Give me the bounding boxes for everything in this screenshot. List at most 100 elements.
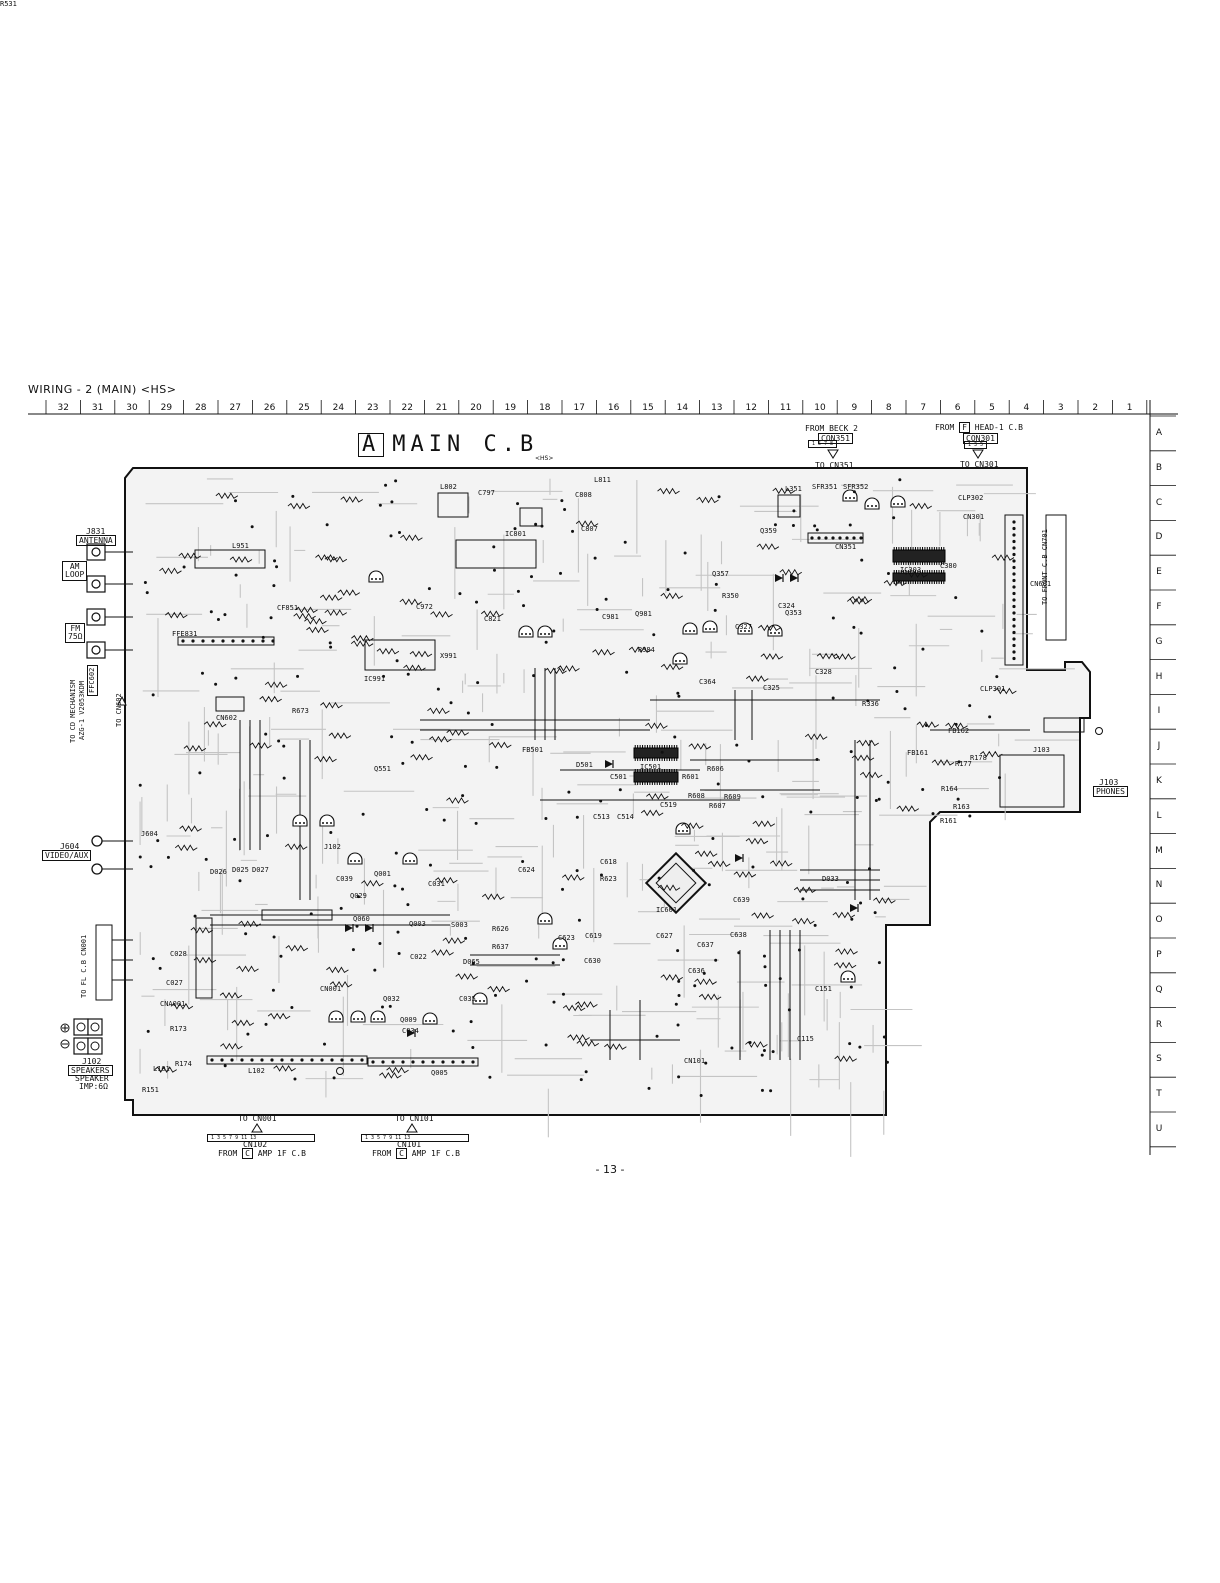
resistor [688, 743, 712, 750]
con351-label: CON351 [818, 433, 853, 444]
resistor [604, 1043, 627, 1051]
solder-pad [461, 794, 465, 798]
component-q353: Q353 [785, 609, 802, 617]
solder-pad [200, 671, 204, 675]
grid-column-14: 14 [676, 403, 689, 413]
component-q003: Q003 [409, 920, 426, 928]
solder-pad [848, 523, 852, 527]
solder-pad [275, 565, 279, 569]
transistor-pin [350, 860, 352, 862]
resistor [159, 567, 182, 575]
resistor [873, 897, 896, 904]
cn001-pin [300, 1058, 304, 1062]
diode [850, 904, 858, 912]
solder-pad [244, 932, 248, 936]
grid-row-S: S [1156, 1054, 1162, 1065]
solder-pad [272, 584, 276, 588]
solder-pad [561, 992, 565, 996]
resistor [758, 624, 781, 632]
resistor [592, 648, 615, 656]
component-c514: C514 [617, 813, 634, 821]
cd-mechanism-label: TO CD MECHANISM [69, 679, 77, 743]
diode [365, 924, 373, 932]
component-c627: C627 [656, 932, 673, 940]
component-c981: C981 [602, 613, 619, 621]
resistor [707, 860, 731, 868]
solder-pad [516, 589, 520, 593]
solder-pad [575, 815, 579, 819]
component-ic303: IC303 [900, 566, 922, 574]
resistor [328, 732, 352, 739]
solder-pad [704, 1061, 708, 1065]
component-c513: C513 [593, 813, 610, 821]
component-c821: C821 [484, 615, 501, 623]
transistor-pin [705, 628, 707, 630]
grid-column-18: 18 [539, 403, 551, 413]
resistor [751, 912, 774, 919]
grid-column-24: 24 [332, 403, 345, 413]
grid-row-P: P [1156, 950, 1162, 960]
resistor [575, 520, 599, 528]
solder-pad [595, 608, 599, 612]
solder-pad [166, 855, 170, 859]
component-fb501: FB501 [522, 746, 544, 754]
diode [407, 1029, 415, 1037]
resistor [909, 502, 932, 510]
transistor [702, 620, 718, 633]
grid-column-7: 7 [920, 403, 927, 413]
cn601-pin [1012, 565, 1016, 570]
solder-pad [394, 479, 398, 483]
component-c035: C035 [459, 995, 476, 1003]
component-r336: R336 [862, 700, 879, 708]
solder-pad [151, 957, 155, 961]
ffe831-pin [241, 639, 245, 643]
solder-pad [849, 985, 853, 989]
ffe831-pin [181, 639, 185, 643]
solder-pad [773, 523, 777, 527]
cn601-pin [1012, 572, 1016, 576]
component-c151: C151 [815, 985, 832, 993]
solder-pad [702, 971, 706, 975]
solder-pad [475, 600, 479, 604]
cn001-pin [280, 1058, 284, 1062]
resistor [694, 978, 717, 986]
solder-pad [655, 1034, 659, 1038]
solder-pad [442, 818, 446, 822]
cn351-pin [810, 536, 814, 540]
solder-pad [234, 676, 238, 680]
solder-pad [389, 534, 393, 538]
solder-pad [272, 935, 276, 939]
speaker-terminal [73, 1037, 89, 1055]
transistor-pin [682, 830, 684, 832]
solder-pad [143, 580, 147, 584]
cn601-pin [1012, 585, 1016, 589]
solder-pad [599, 799, 603, 803]
solder-pad [406, 903, 410, 907]
resistor [660, 663, 684, 671]
solder-pad [707, 883, 711, 887]
resistor [660, 592, 683, 600]
cn001-pin [220, 1058, 224, 1062]
solder-pad [393, 884, 397, 888]
resistor [386, 1066, 409, 1074]
component-c027: C027 [166, 979, 183, 987]
solder-pad [551, 961, 555, 965]
ffe831-pin [271, 639, 275, 643]
component-cn602: CN602 [216, 714, 238, 722]
resistor [681, 822, 704, 830]
grid-column-6: 6 [954, 403, 961, 413]
transistor-pin [357, 1018, 359, 1020]
solder-pad [860, 558, 864, 562]
component-r163: R163 [953, 803, 970, 811]
cn101-pin [451, 1060, 455, 1064]
solder-pad [339, 906, 343, 910]
resistor [400, 534, 423, 542]
resistor [264, 681, 288, 689]
resistor [561, 874, 585, 881]
solder-pad [660, 750, 664, 754]
transistor [402, 852, 418, 865]
solder-pad [476, 681, 480, 685]
solder-pad [265, 834, 269, 838]
component-c325: C325 [763, 684, 780, 692]
grid-column-26: 26 [263, 403, 276, 413]
